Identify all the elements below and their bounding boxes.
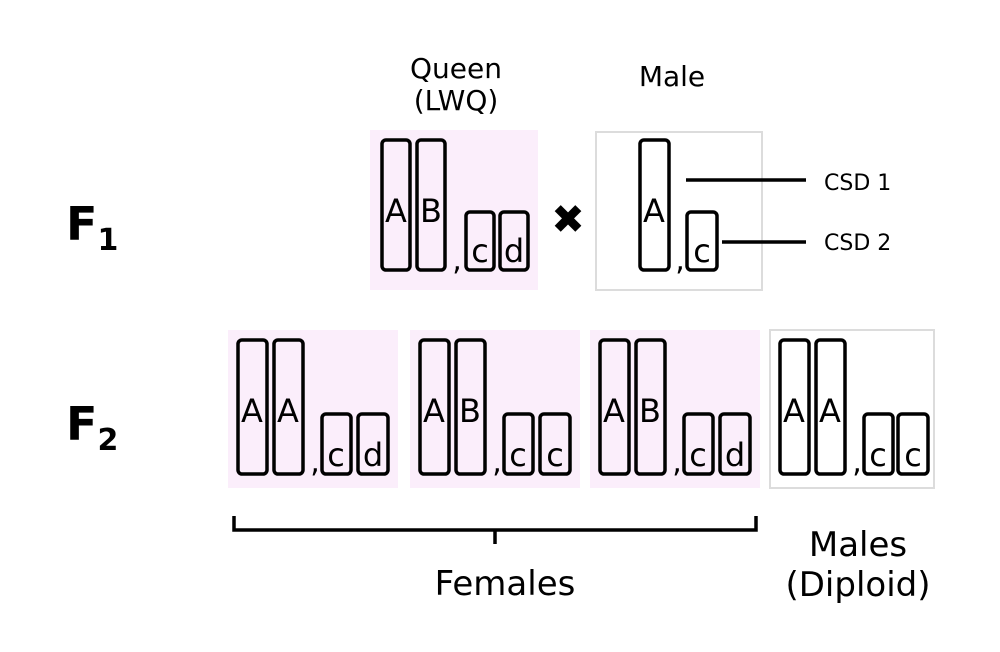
- f2-box-background: [770, 330, 934, 488]
- comma: ,: [672, 445, 682, 480]
- f2-genotype-3: A B , c d: [590, 330, 760, 488]
- chromosome: [236, 338, 269, 476]
- comma: ,: [310, 445, 320, 480]
- allele-label: c: [546, 436, 564, 474]
- allele-label: A: [603, 392, 625, 430]
- f2-box-background: [228, 330, 398, 488]
- allele-label: B: [459, 392, 481, 430]
- chromosome: [498, 210, 530, 272]
- males-label-line2: (Diploid): [785, 565, 930, 605]
- comma: ,: [492, 445, 502, 480]
- comma: ,: [852, 445, 862, 480]
- chromosome: [598, 338, 631, 476]
- csd1-label: CSD 1: [824, 171, 891, 196]
- chromosome: [454, 338, 487, 476]
- chromosome: [356, 412, 390, 476]
- chromosome: [272, 338, 305, 476]
- allele-label: A: [783, 392, 805, 430]
- allele-label: c: [689, 436, 707, 474]
- chromosome: [814, 338, 847, 476]
- f2-genotype-1: A A , c d: [228, 330, 398, 488]
- allele-label: B: [420, 192, 442, 230]
- chromosome: [380, 138, 412, 272]
- chromosome: [682, 412, 715, 476]
- females-bracket: [232, 516, 758, 544]
- male-box-border: [595, 131, 763, 291]
- f2-box-background: [590, 330, 760, 488]
- chromosome: [502, 412, 535, 476]
- allele-label: A: [643, 192, 665, 230]
- queen-title-line2: (LWQ): [414, 84, 499, 117]
- f2-genotype-2: A B , c c: [410, 330, 580, 488]
- cross-symbol: ✖: [551, 197, 585, 243]
- male-background: [596, 132, 762, 290]
- allele-label: c: [693, 232, 711, 270]
- f2-box-background: [410, 330, 580, 488]
- f2-genotype-4: A A , c c: [769, 329, 935, 489]
- allele-label: A: [819, 392, 841, 430]
- queen-title-line1: Queen: [410, 52, 502, 85]
- chromosome: [778, 338, 811, 476]
- male-genotype: A , c: [595, 131, 763, 291]
- allele-label: d: [363, 436, 383, 474]
- comma: ,: [675, 243, 685, 278]
- females-label: Females: [435, 564, 576, 604]
- allele-label: d: [504, 232, 524, 270]
- csd2-label: CSD 2: [824, 231, 891, 256]
- chromosome: [718, 412, 752, 476]
- chromosome: [320, 412, 353, 476]
- chromosome: [415, 138, 447, 272]
- f1-label: F1: [66, 197, 118, 258]
- allele-label: A: [277, 392, 299, 430]
- chromosome: [685, 210, 719, 272]
- allele-label: c: [904, 436, 922, 474]
- male-title: Male: [639, 60, 705, 93]
- males-label-line1: Males: [809, 525, 907, 565]
- allele-label: c: [869, 436, 887, 474]
- chromosome: [896, 412, 930, 476]
- allele-label: A: [241, 392, 263, 430]
- queen-background: [370, 130, 538, 290]
- allele-label: c: [327, 436, 345, 474]
- allele-label: d: [725, 436, 745, 474]
- allele-label: A: [385, 192, 407, 230]
- chromosome: [638, 138, 671, 272]
- allele-label: c: [471, 232, 489, 270]
- chromosome: [464, 210, 496, 272]
- chromosome: [418, 338, 451, 476]
- f2-male-box-border: [769, 329, 935, 489]
- allele-label: A: [423, 392, 445, 430]
- chromosome: [538, 412, 572, 476]
- chromosome: [634, 338, 667, 476]
- queen-genotype: A B , c d: [370, 130, 538, 290]
- f2-label: F2: [66, 397, 118, 458]
- allele-label: c: [509, 436, 527, 474]
- chromosome: [862, 412, 895, 476]
- allele-label: B: [639, 392, 661, 430]
- comma: ,: [452, 243, 462, 278]
